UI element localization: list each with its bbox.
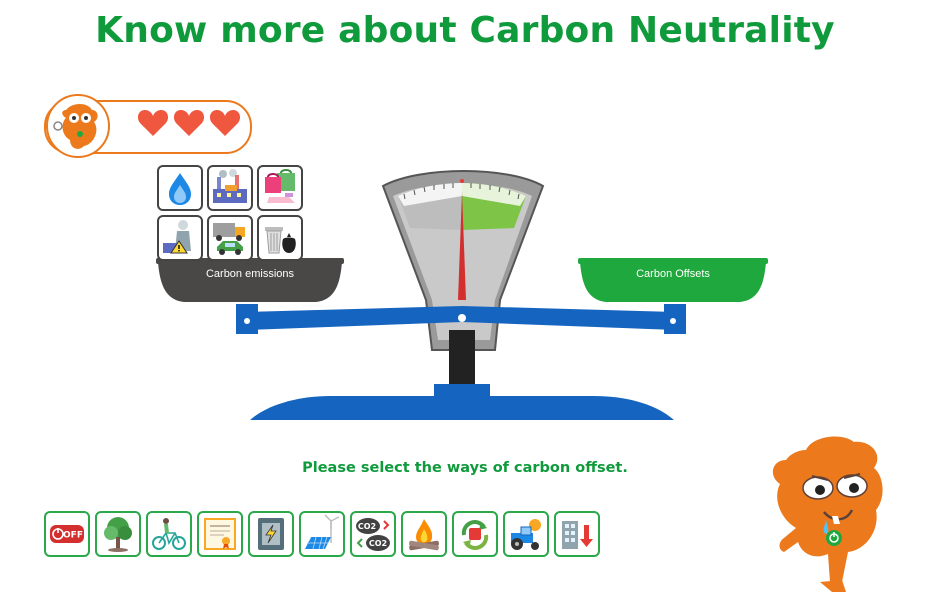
- emission-items-grid: [157, 165, 303, 261]
- shopping-icon: [265, 169, 295, 203]
- hearts: [136, 106, 246, 144]
- heart-icon: [137, 110, 169, 136]
- garbage-tile[interactable]: [257, 215, 303, 261]
- factory-tile[interactable]: [207, 165, 253, 211]
- page-title: Know more about Carbon Neutrality: [95, 10, 835, 51]
- campfire-option[interactable]: [401, 511, 447, 557]
- electric-panel-option[interactable]: [248, 511, 294, 557]
- shopping-tile[interactable]: [257, 165, 303, 211]
- vehicles-icon: [213, 223, 245, 255]
- co2-label-bottom: CO2: [369, 539, 387, 548]
- certificate-icon: [204, 518, 236, 550]
- building-reduce-option[interactable]: [554, 511, 600, 557]
- gauge-needle: [458, 192, 466, 300]
- electric-panel-icon: [258, 518, 284, 550]
- heart-icon: [209, 110, 241, 136]
- right-pan: [580, 262, 766, 302]
- bicycle-icon: [152, 518, 186, 550]
- power-plant-tile[interactable]: [157, 215, 203, 261]
- switch-off-option[interactable]: OFF: [44, 511, 90, 557]
- gas-flame-tile[interactable]: [157, 165, 203, 211]
- left-pan: [158, 262, 342, 302]
- garbage-icon: [265, 227, 296, 254]
- left-pan-label: Carbon emissions: [205, 268, 295, 280]
- factory-icon: [213, 169, 247, 203]
- building-reduce-icon: [562, 521, 593, 549]
- tree-icon: [104, 517, 132, 552]
- co2-cycle-option[interactable]: CO2 CO2: [350, 511, 396, 557]
- scale-base: [250, 396, 674, 420]
- mascot-avatar: [46, 94, 110, 158]
- power-off-icon: OFF: [50, 525, 84, 543]
- instruction-text: Please select the ways of carbon offset.: [302, 460, 628, 476]
- tractor-icon: [511, 519, 541, 550]
- co2-label-top: CO2: [358, 522, 376, 531]
- co2-cycle-icon: CO2 CO2: [356, 518, 390, 551]
- solar-wind-icon: [305, 514, 340, 550]
- gas-flame-icon: [169, 173, 191, 205]
- tractor-option[interactable]: [503, 511, 549, 557]
- offset-options-toolbar: OFF: [44, 511, 600, 561]
- vehicles-tile[interactable]: [207, 215, 253, 261]
- campfire-icon: [409, 519, 439, 551]
- mascot-character: [772, 436, 883, 592]
- off-label: OFF: [63, 531, 83, 541]
- heart-icon: [173, 110, 205, 136]
- solar-wind-option[interactable]: [299, 511, 345, 557]
- right-pan-label: Carbon Offsets: [636, 268, 710, 280]
- recycle-option[interactable]: [452, 511, 498, 557]
- recycle-icon: [461, 520, 489, 550]
- plant-tree-option[interactable]: [95, 511, 141, 557]
- power-plant-icon: [163, 220, 191, 254]
- cycling-option[interactable]: [146, 511, 192, 557]
- certificate-option[interactable]: [197, 511, 243, 557]
